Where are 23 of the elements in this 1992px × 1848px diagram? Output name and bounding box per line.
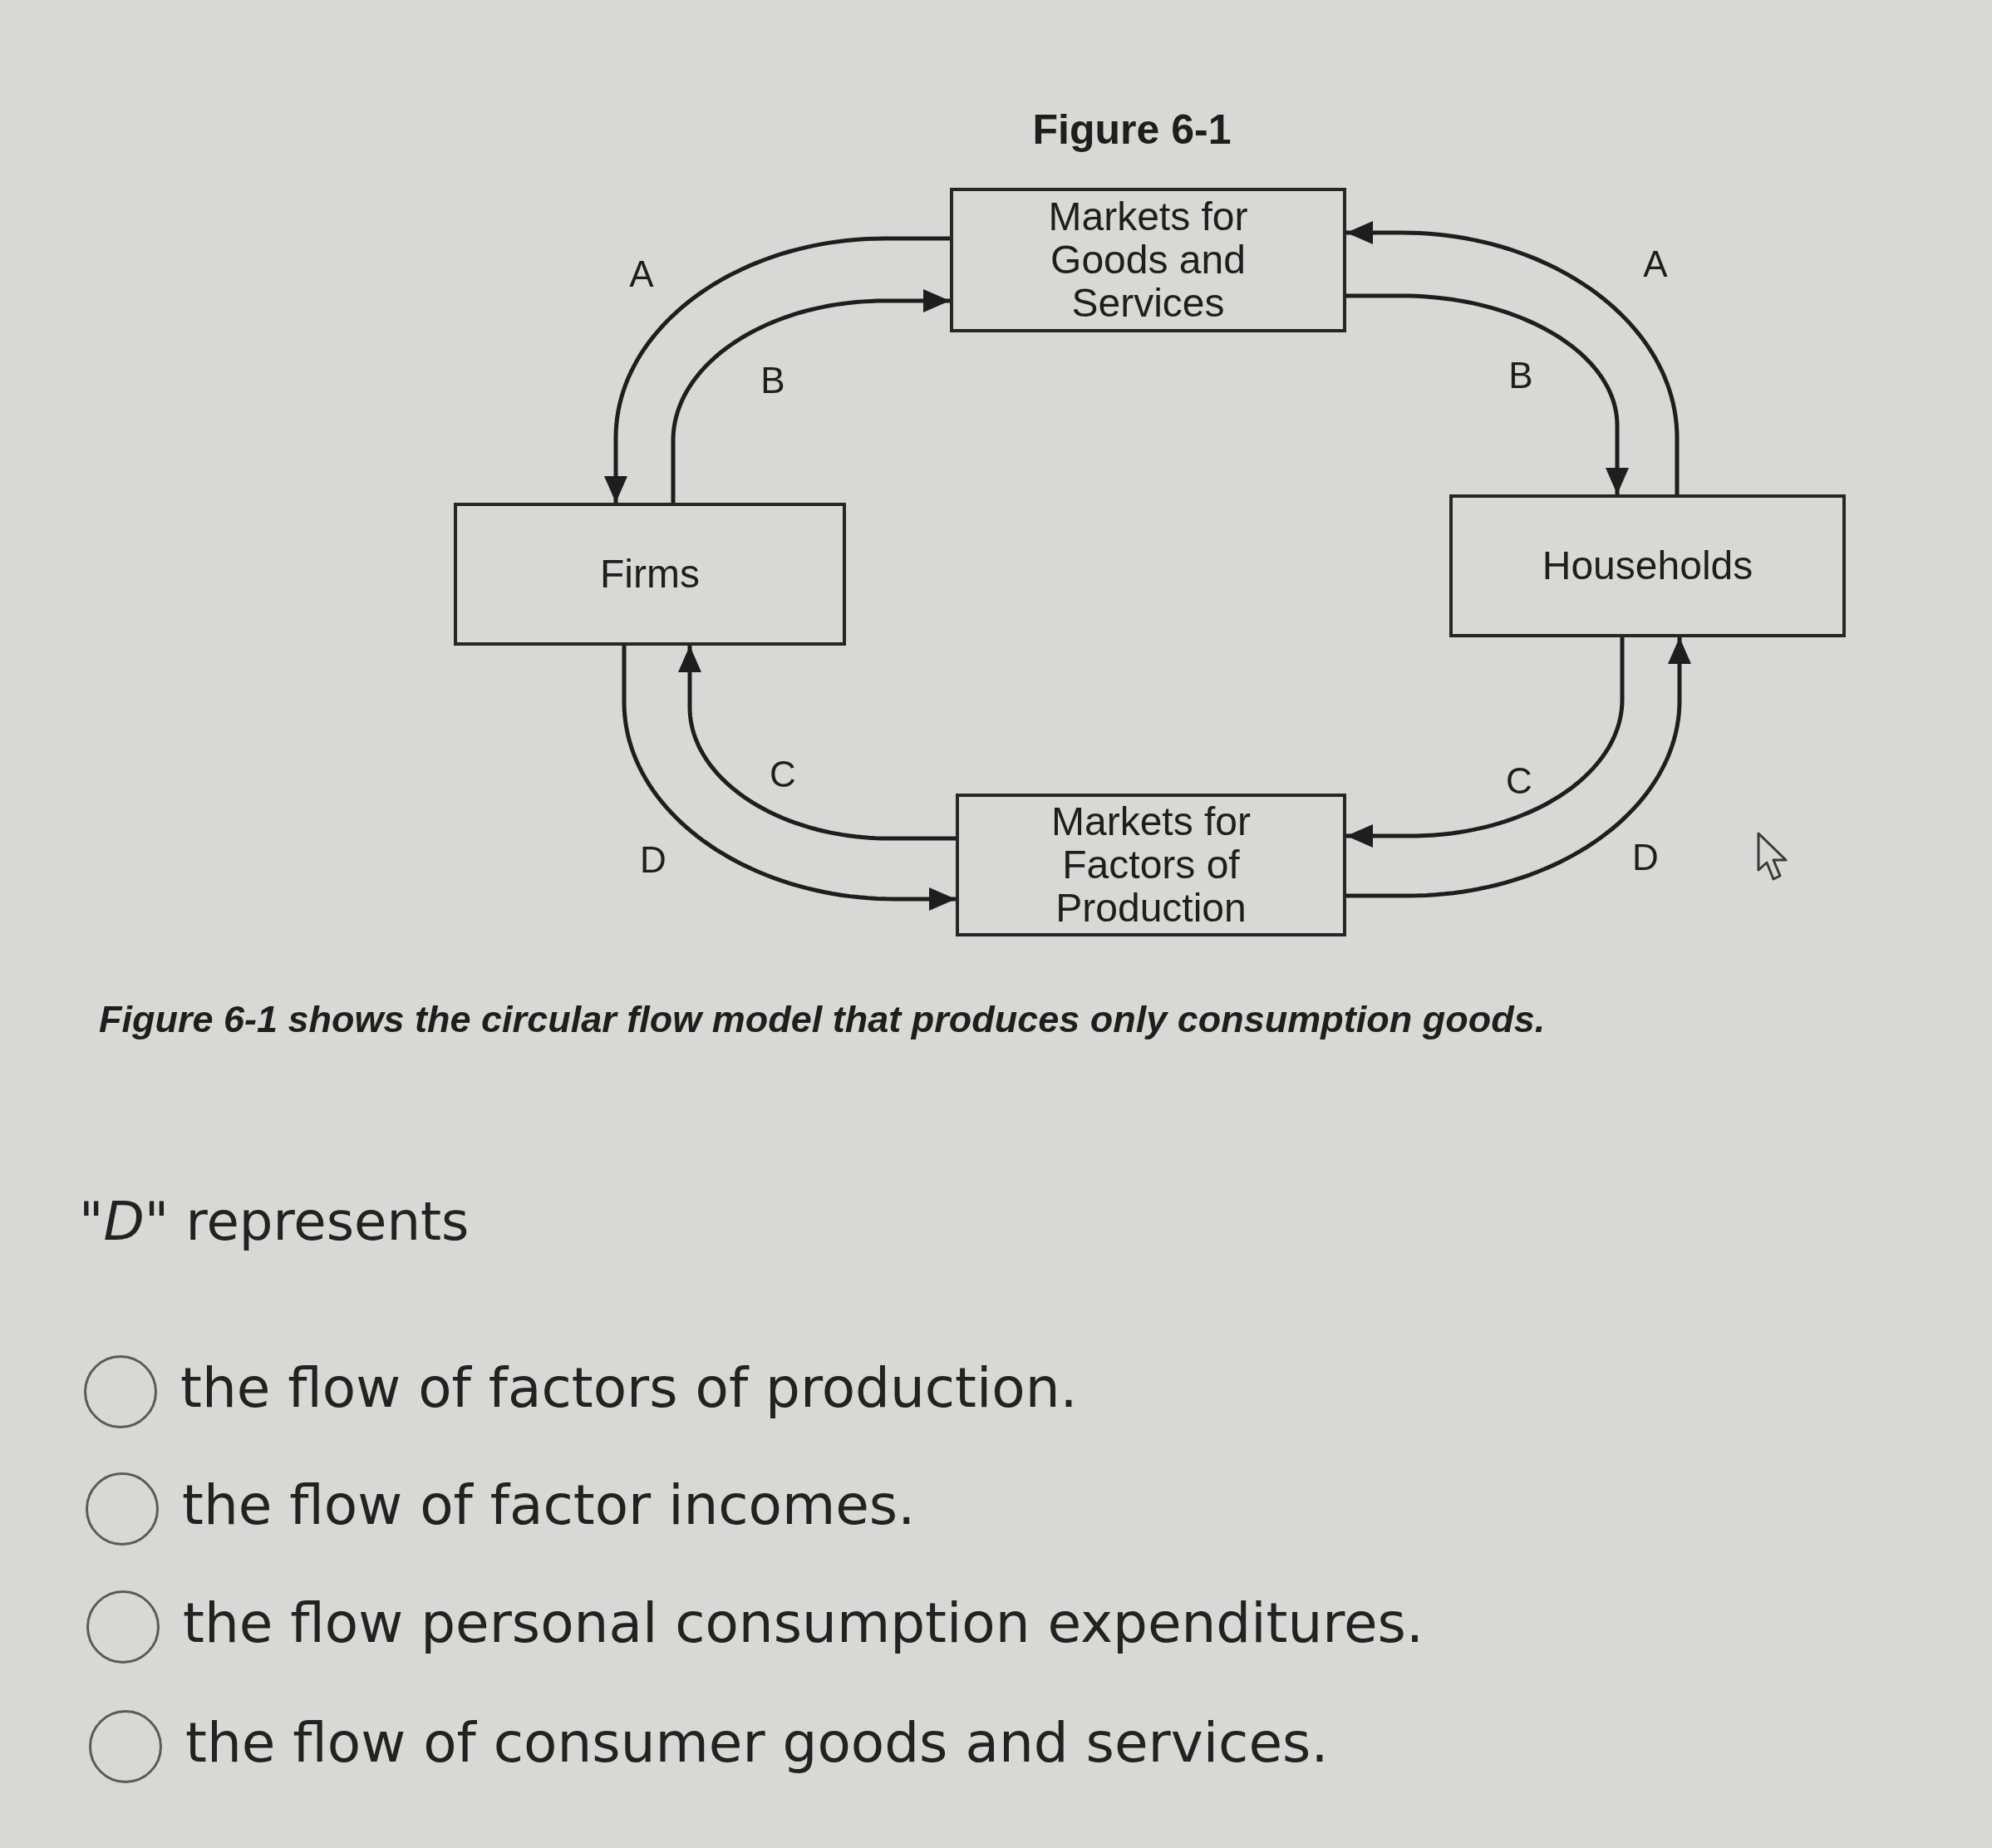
figure-caption: Figure 6-1 shows the circular flow model that produces only consumption goods.: [99, 997, 1546, 1042]
flow-box: [1449, 494, 1846, 637]
figure-title: Figure 6-1: [1032, 106, 1232, 153]
flow-arrow: [1346, 637, 1625, 848]
question-text: "D" represents: [79, 1190, 470, 1254]
box-label: Markets for Goods and Services: [1047, 195, 1249, 325]
box-label: Households: [1542, 544, 1753, 587]
option-text: the flow of factor incomes.: [182, 1472, 916, 1538]
option-text: the flow of factors of production.: [180, 1355, 1078, 1421]
option-text: the flow personal consumption expenditures.: [183, 1590, 1424, 1656]
option-text: the flow of consumer goods and services.: [185, 1710, 1329, 1776]
flow-arrow: [678, 646, 956, 841]
flow-arrow: [1346, 637, 1691, 898]
flow-arrow: [1346, 221, 1680, 494]
box-label: Firms: [600, 553, 700, 596]
box-label: Markets for Factors of Production: [1050, 800, 1252, 930]
flow-box: [454, 503, 846, 646]
flow-arrow: [1346, 293, 1629, 494]
flow-box: [956, 794, 1346, 936]
flow-arrow: [604, 236, 950, 503]
flow-arrow: [622, 646, 956, 911]
flow-arrow: [671, 289, 950, 503]
flow-box: [950, 188, 1346, 332]
